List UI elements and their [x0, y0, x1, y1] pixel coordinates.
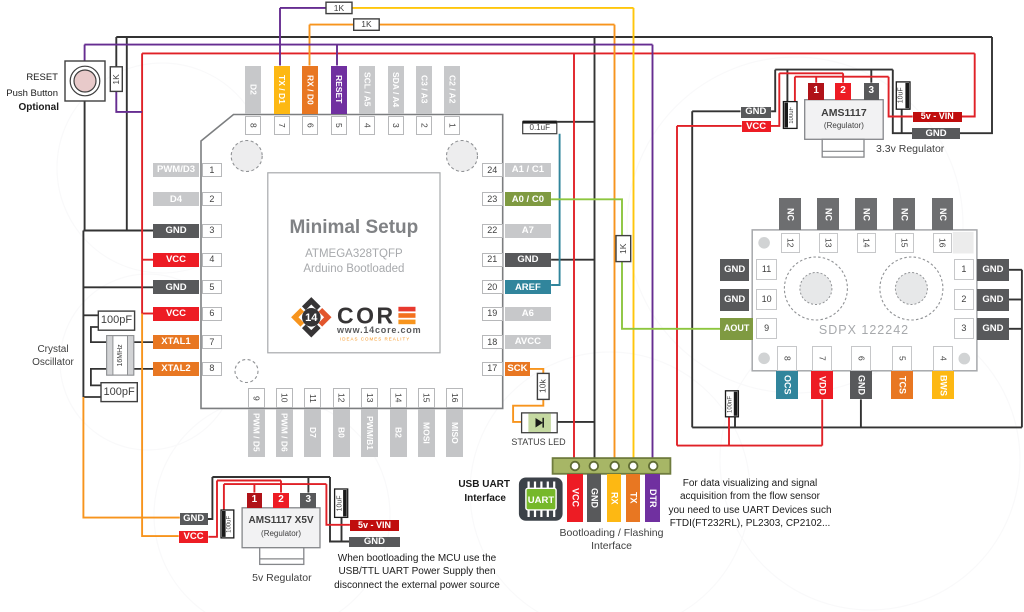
- svg-text:14: 14: [305, 312, 318, 324]
- svg-text:COR: COR: [337, 303, 396, 329]
- svg-text:IDEAS COMES REALITY: IDEAS COMES REALITY: [340, 337, 410, 342]
- svg-text:UART: UART: [528, 495, 555, 506]
- svg-text:www.14core.com: www.14core.com: [336, 325, 421, 335]
